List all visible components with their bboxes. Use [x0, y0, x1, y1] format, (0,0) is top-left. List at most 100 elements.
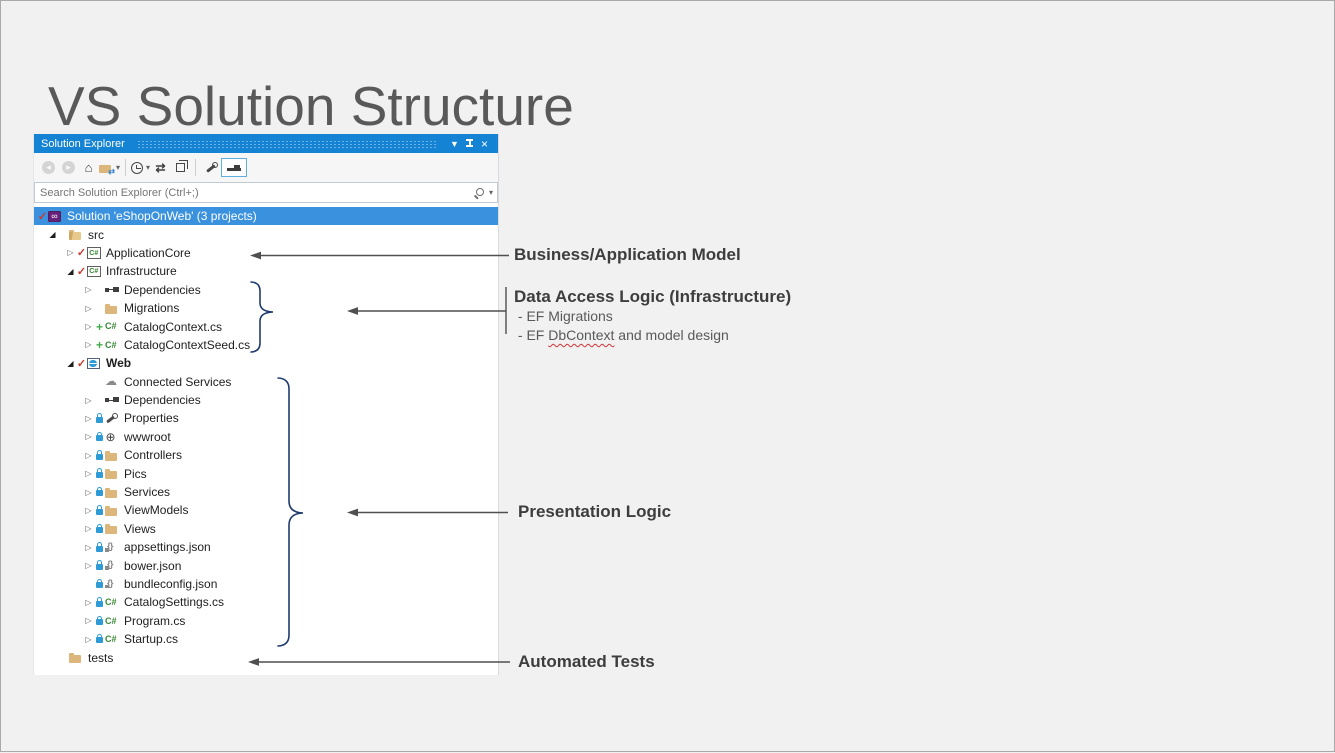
tree-item[interactable]: bundleconfig.json	[34, 575, 498, 593]
solution-explorer-toolbar: ◂ ▸ ⌂ ▾ ▾ ⇄	[34, 153, 498, 182]
tree-item[interactable]: bower.json	[34, 556, 498, 574]
expander-icon[interactable]	[64, 262, 77, 280]
expander-icon[interactable]	[82, 317, 95, 335]
tree-item[interactable]: Connected Services	[34, 373, 498, 391]
search-input[interactable]	[34, 182, 498, 203]
expander-icon[interactable]	[82, 538, 95, 556]
tree-item[interactable]: CatalogSettings.cs	[34, 593, 498, 611]
wrench-icon	[104, 409, 121, 427]
tree-item[interactable]: src	[34, 225, 498, 243]
tree-item-label: CatalogContext.cs	[124, 319, 223, 334]
expander-icon[interactable]	[82, 520, 95, 538]
expander-icon[interactable]	[64, 354, 77, 372]
tree-item-label: ViewModels	[124, 503, 189, 518]
tree-item[interactable]: wwwroot	[34, 428, 498, 446]
lock-icon	[95, 501, 104, 519]
history-filter-button[interactable]: ▾	[131, 158, 150, 178]
tree-item[interactable]: ViewModels	[34, 501, 498, 519]
tree-item-label: Migrations	[124, 301, 180, 316]
csharp-file-icon	[104, 317, 121, 335]
collapse-all-button[interactable]	[171, 158, 190, 178]
globe-icon	[104, 428, 121, 446]
status-icon	[95, 373, 104, 391]
wrench-icon	[204, 161, 219, 175]
tree-item[interactable]: Controllers	[34, 446, 498, 464]
sync-with-active-document-button[interactable]: ⇄	[151, 158, 170, 178]
solution-explorer-panel: Solution Explorer ▼ × ◂ ▸ ⌂ ▾ ▾ ⇄ ▾ Solu…	[33, 134, 499, 675]
tree-item-label: Program.cs	[124, 613, 186, 628]
folder-icon	[104, 483, 121, 501]
window-menu-button[interactable]: ▼	[447, 136, 462, 151]
tree-item[interactable]: Services	[34, 483, 498, 501]
lock-icon	[95, 409, 104, 427]
properties-button[interactable]	[201, 158, 220, 178]
expander-icon[interactable]	[82, 575, 95, 593]
toolbar-separator	[125, 159, 127, 176]
expander-icon[interactable]	[82, 409, 95, 427]
close-button[interactable]: ×	[477, 136, 492, 151]
lock-icon	[95, 520, 104, 538]
folder-icon	[104, 464, 121, 482]
csharp-file-icon	[104, 612, 121, 630]
home-button[interactable]: ⌂	[79, 158, 98, 178]
expander-icon[interactable]	[46, 225, 59, 243]
lock-icon	[95, 593, 104, 611]
expander-icon[interactable]	[82, 336, 95, 354]
chevron-down-icon[interactable]: ▾	[488, 188, 493, 197]
tree-item[interactable]: Properties	[34, 409, 498, 427]
tree-item[interactable]: ApplicationCore	[34, 244, 498, 262]
tree-item[interactable]: Web	[34, 354, 498, 372]
tree-item[interactable]: CatalogContext.cs	[34, 317, 498, 335]
expander-icon[interactable]	[64, 244, 77, 262]
expander-icon[interactable]	[46, 648, 59, 666]
tree-item[interactable]: Views	[34, 520, 498, 538]
back-button[interactable]: ◂	[39, 158, 58, 178]
tree-item[interactable]: Pics	[34, 464, 498, 482]
expander-icon[interactable]	[82, 446, 95, 464]
expander-icon[interactable]	[82, 483, 95, 501]
home-icon: ⌂	[84, 160, 93, 175]
expander-icon[interactable]	[82, 593, 95, 611]
tree-item[interactable]: Infrastructure	[34, 262, 498, 280]
sync-icon: ⇄	[155, 160, 166, 175]
tree-item[interactable]: appsettings.json	[34, 538, 498, 556]
folder-icon	[104, 501, 121, 519]
tree-item[interactable]: Program.cs	[34, 612, 498, 630]
expander-icon[interactable]	[82, 464, 95, 482]
search-icon[interactable]	[474, 187, 485, 198]
status-icon	[95, 299, 104, 317]
expander-icon[interactable]	[82, 556, 95, 574]
status-icon	[59, 648, 68, 666]
expander-icon[interactable]	[82, 299, 95, 317]
tree-item[interactable]: tests	[34, 648, 498, 666]
tree-item[interactable]: Migrations	[34, 299, 498, 317]
expander-icon[interactable]	[82, 612, 95, 630]
json-file-icon	[104, 538, 121, 556]
tree-item-label: src	[88, 227, 104, 242]
preview-selected-items-button[interactable]	[221, 158, 248, 177]
clock-icon	[131, 161, 144, 174]
tree-item[interactable]: Dependencies	[34, 280, 498, 299]
tree-item[interactable]: Solution 'eShopOnWeb' (3 projects)	[34, 207, 498, 226]
pin-button[interactable]	[462, 136, 477, 151]
annotation-data-access-title: Data Access Logic (Infrastructure)	[514, 287, 792, 306]
tree-item-label: wwwroot	[124, 429, 171, 444]
expander-icon[interactable]	[82, 501, 95, 519]
tree-item[interactable]: CatalogContextSeed.cs	[34, 336, 498, 354]
folder-open-icon	[68, 225, 85, 243]
expander-icon[interactable]	[82, 630, 95, 648]
lock-icon	[95, 483, 104, 501]
expander-icon[interactable]	[82, 391, 95, 409]
tree-item[interactable]: Dependencies	[34, 390, 498, 410]
expander-icon[interactable]	[82, 373, 95, 391]
solution-explorer-titlebar[interactable]: Solution Explorer ▼ ×	[34, 134, 498, 153]
expander-icon[interactable]	[82, 281, 95, 299]
web-project-icon	[86, 354, 103, 372]
lock-icon	[95, 428, 104, 446]
expander-icon[interactable]	[82, 428, 95, 446]
tree-item[interactable]: Startup.cs	[34, 630, 498, 648]
forward-button[interactable]: ▸	[59, 158, 78, 178]
tree-item-label: Connected Services	[124, 374, 232, 389]
switch-views-button[interactable]: ▾	[99, 158, 120, 178]
annotation-bullet-ef-dbcontext: - EF DbContext and model design	[514, 327, 729, 343]
